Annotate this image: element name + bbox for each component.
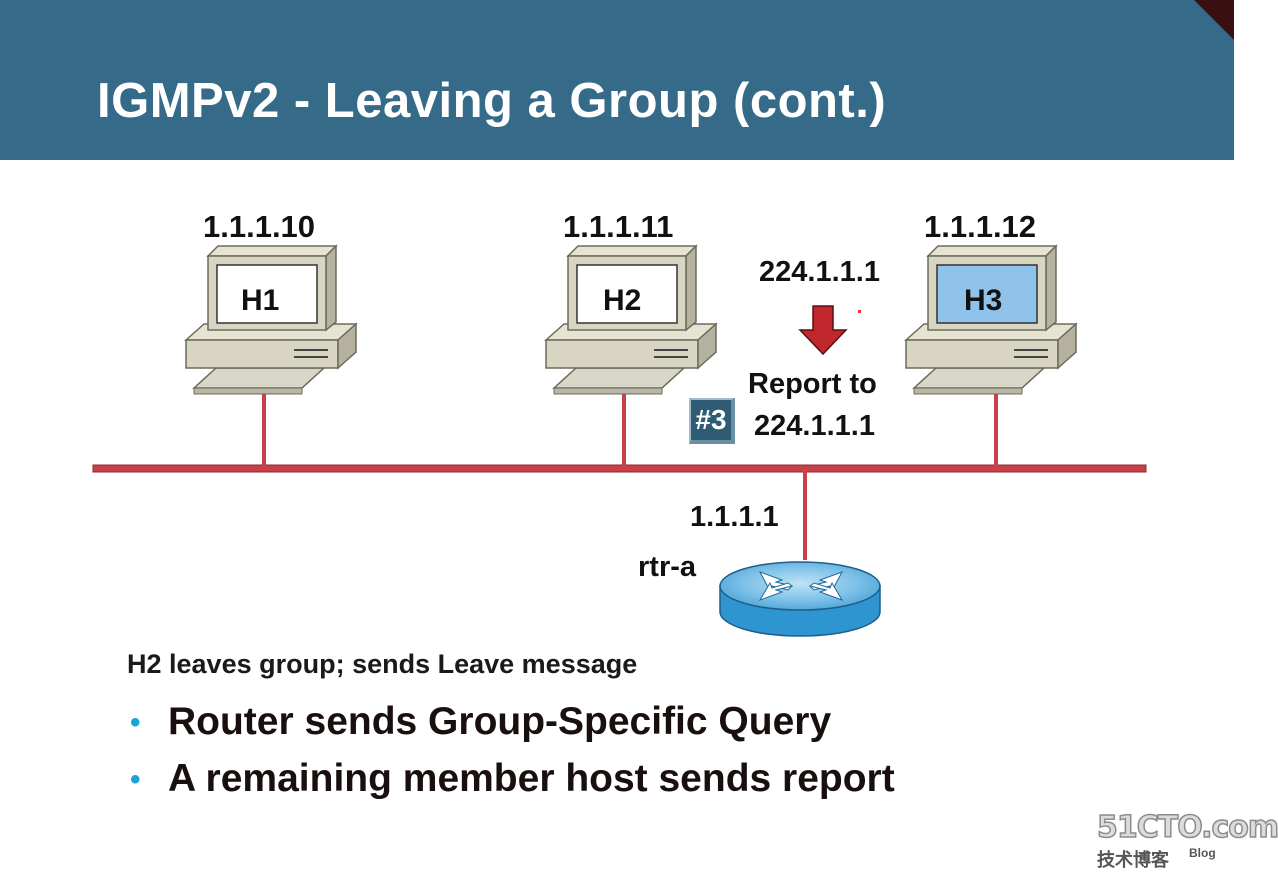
report-arrow-icon (798, 305, 848, 356)
watermark-logo: 51CTO.com 技术博客 Blog (1096, 809, 1278, 870)
h1-name-label: H1 (241, 284, 280, 317)
step-badge: #3 (689, 398, 735, 444)
watermark-chinese: 技术博客 (1097, 850, 1169, 870)
h1-computer-icon (185, 245, 357, 395)
h3-computer-icon (905, 245, 1077, 395)
slide-title: IGMPv2 - Leaving a Group (cont.) (97, 74, 887, 128)
h2-computer-icon (545, 245, 717, 395)
group-address-label: 224.1.1.1 (759, 256, 880, 288)
header-corner-accent (1194, 0, 1234, 40)
report-line1-label: Report to (748, 368, 877, 400)
report-line2-label: 224.1.1.1 (754, 410, 875, 442)
network-diagram (92, 245, 1147, 637)
slide-header: IGMPv2 - Leaving a Group (cont.) (0, 0, 1234, 160)
bullet-text: Router sends Group-Specific Query (168, 700, 832, 743)
intro-text: H2 leaves group; sends Leave message (127, 649, 638, 679)
h2-screen (576, 264, 678, 324)
h2-name-label: H2 (603, 284, 642, 317)
h1-ip-label: 1.1.1.10 (203, 209, 316, 244)
h2-ip-label: 1.1.1.11 (563, 209, 674, 244)
router-icon (719, 561, 881, 637)
ethernet-segment (92, 464, 1147, 473)
router-ip-label: 1.1.1.1 (690, 501, 779, 533)
red-dot (858, 310, 861, 313)
bullet-dot-icon: • (130, 706, 141, 739)
h3-ip-label: 1.1.1.12 (924, 209, 1037, 244)
bullet-text: A remaining member host sends report (168, 757, 895, 800)
h1-screen (216, 264, 318, 324)
watermark-blog: Blog (1189, 846, 1216, 860)
h3-name-label: H3 (964, 284, 1003, 317)
bullet-dot-icon: • (130, 763, 141, 796)
router-name-label: rtr-a (638, 551, 697, 583)
watermark-site: 51CTO.com (1096, 809, 1278, 846)
h3-screen (936, 264, 1038, 324)
